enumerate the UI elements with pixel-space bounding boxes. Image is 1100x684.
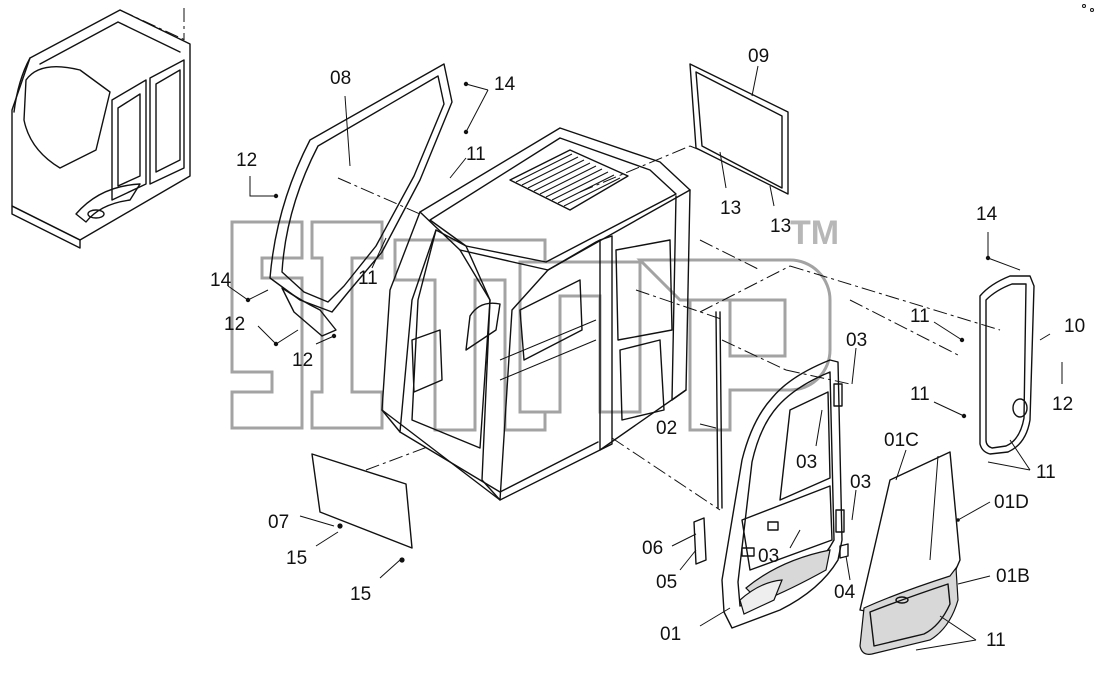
callout-01d: 01D	[994, 492, 1029, 513]
cab-frame	[381, 127, 691, 501]
callout-11: 11	[910, 384, 930, 405]
callout-labels: 08 14 11 12 11 14 12 12 09 13 13 14 11 1…	[210, 46, 1085, 651]
roof-hatch-grid	[515, 153, 621, 207]
callout-03: 03	[850, 472, 871, 493]
part-01b-lower-glass	[859, 566, 959, 655]
callout-15: 15	[350, 584, 371, 605]
callout-14: 14	[494, 74, 516, 95]
assembly-leaders	[337, 145, 1001, 511]
callout-11: 11	[986, 630, 1006, 651]
callout-13: 13	[720, 198, 741, 219]
callout-01b: 01B	[996, 566, 1030, 587]
callout-15: 15	[286, 548, 307, 569]
callout-10: 10	[1064, 316, 1085, 337]
callout-09: 09	[748, 46, 769, 67]
callout-14: 14	[210, 270, 232, 291]
part-08-windshield	[269, 63, 453, 337]
part-10-side-window	[979, 275, 1051, 455]
callout-01c: 01C	[884, 430, 919, 451]
callout-12: 12	[1052, 394, 1073, 415]
callout-08: 08	[330, 68, 351, 89]
callout-11: 11	[466, 144, 486, 165]
part-09-rear-window	[689, 63, 789, 207]
watermark-letter-2	[310, 220, 384, 430]
callout-05: 05	[656, 572, 677, 593]
callout-06: 06	[642, 538, 663, 559]
fastener-markers	[245, 81, 991, 563]
watermark-letter-1	[230, 220, 304, 430]
callout-04: 04	[834, 582, 856, 603]
callout-11: 11	[1036, 462, 1056, 483]
callout-03: 03	[846, 330, 867, 351]
corner-mark	[1082, 4, 1094, 12]
callout-03: 03	[796, 452, 817, 473]
watermark: TM	[230, 214, 839, 432]
callout-12: 12	[292, 350, 313, 371]
callout-14: 14	[976, 204, 998, 225]
callout-07: 07	[268, 512, 289, 533]
overview-cab	[11, 8, 191, 249]
callout-01: 01	[660, 624, 681, 645]
callout-02: 02	[656, 418, 677, 439]
watermark-tm: TM	[790, 214, 839, 252]
callout-12: 12	[236, 150, 257, 171]
callout-12: 12	[224, 314, 245, 335]
part-07-panel	[311, 453, 413, 549]
part-02-seal	[715, 311, 723, 509]
callout-03: 03	[758, 546, 779, 567]
callout-13: 13	[770, 216, 791, 237]
callout-11: 11	[910, 306, 930, 327]
callout-11: 11	[358, 268, 378, 289]
part-01-door	[693, 359, 849, 629]
callout-leaders	[227, 83, 1063, 651]
